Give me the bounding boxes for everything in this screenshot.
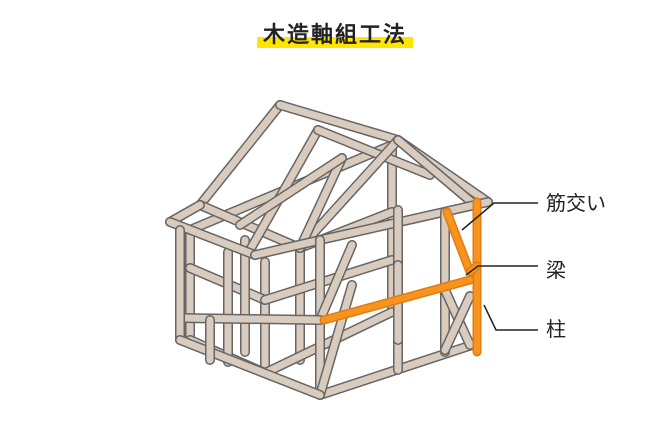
- title-wrap: 木造軸組工法: [0, 22, 670, 50]
- purlin: [313, 125, 435, 180]
- rafter-front-left: [295, 135, 403, 253]
- eave-left: [195, 200, 305, 253]
- rafter-left-front: [195, 100, 285, 210]
- roof-lower-edge: [250, 235, 325, 260]
- sill-left-front: [175, 335, 325, 400]
- rafter-front-right: [393, 135, 480, 210]
- brace-front-left: [315, 280, 357, 400]
- title-text: 木造軸組工法: [262, 23, 407, 48]
- label-sujikai: 筋交い: [546, 191, 606, 215]
- page-title: 木造軸組工法: [256, 22, 413, 50]
- leader-hashira: [483, 304, 538, 331]
- sill-back: [260, 307, 397, 378]
- leader-hari: [465, 265, 538, 276]
- label-hashira: 柱: [546, 317, 566, 341]
- sujikai-brace: [442, 207, 475, 277]
- rafter-mid-left: [245, 125, 323, 255]
- top-plate-front: [315, 197, 493, 245]
- leader-sujikai: [461, 202, 538, 231]
- timber-frame: [165, 100, 493, 400]
- callout-lines: [461, 202, 538, 331]
- brace-front-right-low-2: [440, 291, 475, 355]
- girt-back: [260, 255, 397, 305]
- hari-beam: [319, 275, 475, 325]
- ridge-beam: [275, 100, 403, 145]
- label-hari: 梁: [546, 258, 566, 282]
- rafter-strut: [295, 153, 347, 253]
- girt-left-front: [175, 313, 325, 325]
- brace-front-left-2: [315, 240, 357, 325]
- collar-tie: [235, 153, 347, 230]
